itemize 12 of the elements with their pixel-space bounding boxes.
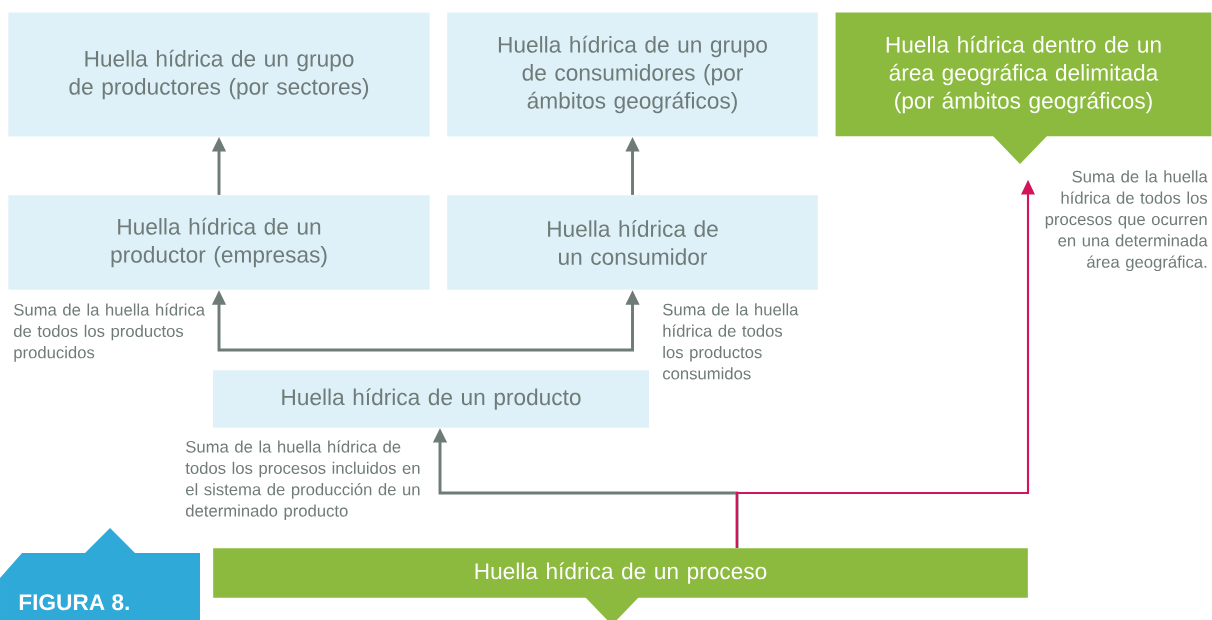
figure-tab: FIGURA 8. (0, 528, 200, 620)
process-box: Huella hídrica de un grupo de productores (por sectores) (8, 12, 430, 137)
process-box: Huella hídrica de un grupo de consumidores (por ámbitos geográficos) (447, 12, 818, 137)
note-text: Suma de la huella hídrica de todos los procesos que ocurren en una determinada área geográfica. (1045, 170, 1208, 272)
process-box: Huella hídrica de un consumidor (447, 195, 818, 290)
process-box: Huella hídrica de un producto (213, 370, 649, 428)
note-text: Suma de la huella hídrica de todos los procesos incluidos en el sistema de producción de un determinado producto (185, 440, 420, 520)
process-box: Huella hídrica de un productor (empresas) (8, 195, 430, 290)
callout-box: Huella hídrica de un proceso (213, 548, 1028, 620)
callout-box: Huella hídrica dentro de un área geográfica delimitada (por ámbitos geográficos) (835, 12, 1212, 164)
note-text: Suma de la huella hídrica de todos los productos consumidos (663, 303, 799, 380)
note-text: Suma de la huella hídrica de todos los productos producidos (13, 303, 205, 362)
